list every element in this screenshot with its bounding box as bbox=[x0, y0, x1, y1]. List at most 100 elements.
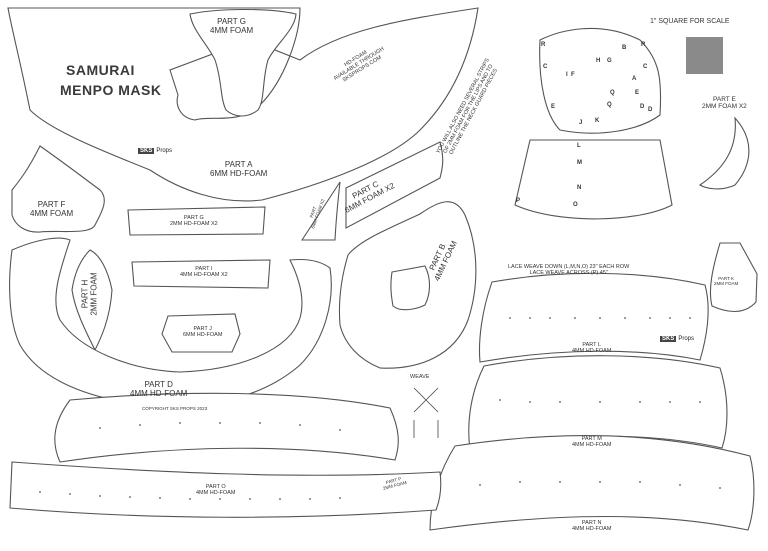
part-g-name: PART G bbox=[217, 17, 246, 26]
diagram-letter: Q bbox=[610, 90, 615, 96]
diagram-letter: Q bbox=[607, 102, 612, 108]
part-g2-material: 2MM HD-FOAM X2 bbox=[170, 221, 218, 228]
weave-label: WEAVE bbox=[410, 374, 430, 380]
part-l-material: 4MM HD-FOAM bbox=[572, 348, 612, 355]
diagram-letter: M bbox=[577, 160, 582, 166]
part-e-material: 2MM FOAM X2 bbox=[702, 103, 747, 111]
diagram-letter: R bbox=[641, 42, 646, 48]
diagram-letter: C bbox=[543, 64, 548, 70]
diagram-letter: A bbox=[632, 76, 637, 82]
diagram-letter: O bbox=[573, 202, 578, 208]
part-g-label: PART G 4MM FOAM bbox=[210, 17, 253, 35]
part-a-label: PART A 6MM HD-FOAM bbox=[210, 160, 267, 178]
part-c-outline bbox=[345, 141, 444, 229]
part-o-name: PART O bbox=[205, 484, 226, 490]
part-f-label: PART F 4MM FOAM bbox=[30, 200, 73, 218]
part-l-label: PART L 4MM HD-FOAM bbox=[572, 342, 611, 355]
part-a-name: PART A bbox=[224, 160, 253, 169]
part-n-material: 4MM HD-FOAM bbox=[572, 526, 612, 533]
part-k-name: PART K bbox=[718, 276, 734, 281]
diagram-letter: J bbox=[579, 120, 583, 126]
part-o-label: PART O 4MM HD-FOAM bbox=[196, 484, 235, 497]
diagram-letter: B bbox=[622, 45, 627, 51]
part-m-name: PART M bbox=[581, 436, 602, 442]
part-e-name: PART E bbox=[713, 96, 736, 103]
part-f-name: PART F bbox=[37, 200, 66, 209]
diagram-letter: P bbox=[516, 198, 521, 204]
lace-note-2: LACE WEAVE ACROSS (P) 45" bbox=[529, 270, 608, 277]
logo-word-2: Props bbox=[678, 336, 695, 342]
part-b-cutout bbox=[390, 265, 431, 311]
logo-word: Props bbox=[156, 148, 173, 154]
part-f-material: 4MM FOAM bbox=[30, 209, 74, 219]
mask-diagram bbox=[539, 27, 662, 134]
part-h-name: PART H bbox=[80, 279, 90, 309]
diagram-letter: D bbox=[640, 104, 645, 110]
part-h-label: PART H 2MM FOAM bbox=[81, 272, 99, 315]
part-l-outline bbox=[478, 272, 709, 363]
part-i-label: PART I 4MM HD-FOAM X2 bbox=[180, 266, 228, 279]
weave-diagram bbox=[413, 387, 439, 438]
part-g-material: 4MM FOAM bbox=[210, 26, 254, 36]
part-k-material: 2MM FOAM bbox=[714, 281, 739, 287]
part-i-outline bbox=[131, 259, 271, 289]
part-n-name: PART N bbox=[581, 520, 602, 526]
diagram-letter: G bbox=[607, 58, 612, 64]
diagram-letter: R bbox=[541, 42, 546, 48]
diagram-letter: N bbox=[577, 185, 582, 191]
part-g-outline bbox=[189, 8, 297, 117]
part-d-name: PART D bbox=[144, 380, 173, 389]
part-o-material: 4MM HD-FOAM bbox=[196, 490, 236, 497]
part-o-outline bbox=[54, 392, 399, 463]
copyright: COPYRIGHT SKS PROPS 2023 bbox=[142, 406, 208, 411]
small-part-outline bbox=[300, 181, 341, 241]
part-g2-name: PART G bbox=[183, 215, 204, 221]
part-g2-label: PART G 2MM HD-FOAM X2 bbox=[170, 215, 218, 228]
logo-box: SKS bbox=[138, 148, 155, 154]
lace-note: LACE WEAVE DOWN (L,M,N,O) 23" EACH ROW L… bbox=[508, 264, 629, 277]
part-e-label: PART E 2MM FOAM X2 bbox=[702, 96, 747, 111]
part-m-outline bbox=[468, 355, 728, 451]
diagram-letter: E bbox=[551, 104, 556, 110]
part-n-label: PART N 4MM HD-FOAM bbox=[572, 520, 611, 533]
diagram-letter: C bbox=[643, 64, 648, 70]
part-d-outline bbox=[9, 237, 332, 407]
part-k-label: PART K 2MM FOAM bbox=[714, 276, 738, 286]
part-i-name: PART I bbox=[195, 266, 213, 272]
title-line-2: MENPO MASK bbox=[60, 82, 162, 98]
diagram-letter: F bbox=[571, 72, 575, 78]
part-h-material: 2MM FOAM bbox=[89, 272, 99, 316]
lace-holes bbox=[39, 317, 721, 500]
scale-label: 1" SQUARE FOR SCALE bbox=[650, 18, 730, 25]
part-i-material: 4MM HD-FOAM X2 bbox=[180, 272, 228, 279]
diagram-letter: D bbox=[648, 107, 653, 113]
part-e-outline bbox=[698, 116, 750, 190]
scale-square bbox=[686, 37, 723, 74]
part-f-outline bbox=[11, 145, 105, 233]
part-j-outline bbox=[161, 313, 241, 353]
part-m-material: 4MM HD-FOAM bbox=[572, 442, 612, 449]
title-line-1: SAMURAI bbox=[66, 62, 135, 78]
part-j-label: PART J 6MM HD-FOAM bbox=[183, 326, 222, 339]
neck-guard-diagram bbox=[514, 139, 673, 220]
part-a-material: 6MM HD-FOAM bbox=[210, 169, 268, 179]
part-l-name: PART L bbox=[582, 342, 602, 348]
part-d-label: PART D 4MM HD-FOAM bbox=[130, 380, 187, 398]
part-d-material: 4MM HD-FOAM bbox=[130, 389, 188, 399]
part-g2-outline bbox=[127, 206, 266, 236]
logo-box-2: SKS bbox=[660, 336, 677, 342]
part-m-label: PART M 4MM HD-FOAM bbox=[572, 436, 611, 449]
part-p-outline bbox=[9, 461, 442, 518]
diagram-letter: E bbox=[635, 90, 640, 96]
part-j-name: PART J bbox=[193, 326, 212, 332]
part-k-outline bbox=[709, 242, 758, 313]
diagram-letter: I bbox=[566, 72, 568, 78]
diagram-letter: H bbox=[596, 58, 601, 64]
part-j-material: 6MM HD-FOAM bbox=[183, 332, 223, 339]
diagram-letter: L bbox=[577, 143, 581, 149]
part-n-outline bbox=[429, 435, 755, 531]
diagram-letter: K bbox=[595, 118, 600, 124]
